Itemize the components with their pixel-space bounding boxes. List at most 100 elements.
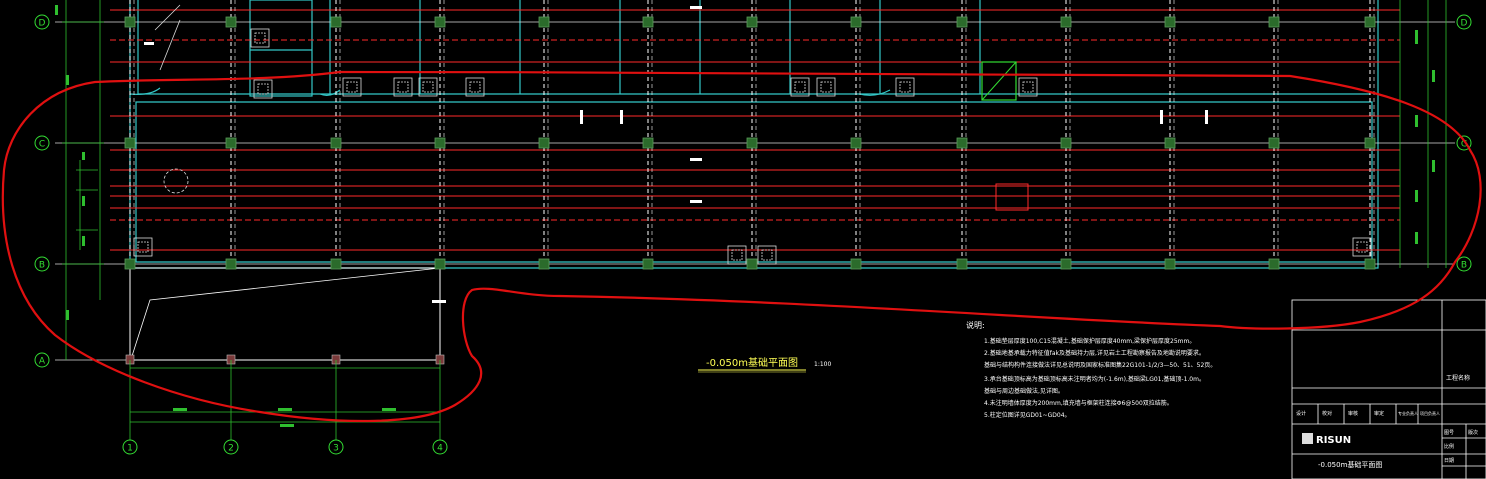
red-beam-lines	[110, 9, 1400, 251]
column	[124, 137, 136, 149]
axis-label-2: 2	[228, 444, 234, 454]
tb-row-2: 校对	[1322, 410, 1332, 417]
plan-scale: 1:100	[814, 361, 831, 368]
pile-cap	[342, 77, 362, 97]
column	[746, 258, 758, 270]
drawing-title: -0.050m基础平面图	[1318, 460, 1382, 469]
axis-bubble-3: 3	[328, 439, 344, 455]
pile-cap-inner	[1356, 241, 1368, 253]
column	[642, 137, 654, 149]
row-axis-bubbles-left: D C B A	[34, 14, 50, 368]
columns	[124, 16, 1376, 365]
column	[1364, 258, 1376, 270]
pile-caps	[133, 28, 1372, 265]
column	[330, 258, 342, 270]
pile-cap-inner	[899, 81, 911, 93]
notes-line-4: 3.承台基础顶标高为基础顶标高未注明者均为(-1.6m),基础梁LG01,基础顶…	[984, 375, 1205, 383]
risun-logo-icon	[1302, 433, 1313, 444]
tb-row-6: 项目负责人	[1420, 410, 1440, 416]
axis-bubble-b-right: B	[1456, 256, 1472, 272]
pile-cap-inner	[397, 81, 409, 93]
review-markup-cloud	[1, 70, 1482, 423]
column	[746, 137, 758, 149]
pile-cap-outline	[727, 245, 747, 265]
column	[538, 16, 550, 28]
pile-cap-inner	[422, 81, 434, 93]
pile-cap-inner	[137, 241, 149, 253]
pile-cap-inner	[1022, 81, 1034, 93]
column	[1268, 16, 1280, 28]
column	[225, 258, 237, 270]
pile-cap-inner	[254, 32, 266, 44]
column	[225, 16, 237, 28]
column	[538, 258, 550, 270]
pile-cap-inner	[794, 81, 806, 93]
tb-row-4: 审定	[1374, 410, 1384, 417]
column	[850, 137, 862, 149]
plan-title: -0.050m基础平面图	[706, 356, 798, 369]
pile-cap-outline	[253, 79, 273, 99]
axis-label-4: 4	[437, 444, 443, 454]
column	[1060, 137, 1072, 149]
column	[434, 137, 446, 149]
axis-label-a: A	[39, 357, 46, 367]
misc-symbols	[154, 4, 1029, 211]
pile-cap	[393, 77, 413, 97]
pile-cap-outline	[418, 77, 438, 97]
pile-cap	[790, 77, 810, 97]
axis-bubble-d-left: D	[34, 14, 50, 30]
axis-bubble-b-left: B	[34, 256, 50, 272]
general-notes: 说明: 1.基础垫层厚度100,C15混凝土,基础保护层厚度40mm,梁保护层厚…	[966, 320, 1216, 419]
pile-cap-outline	[790, 77, 810, 97]
pile-cap-outline	[342, 77, 362, 97]
column	[538, 137, 550, 149]
axis-bubble-c-left: C	[34, 135, 50, 151]
column	[124, 258, 136, 270]
column	[434, 16, 446, 28]
pile-cap-outline	[1352, 237, 1372, 257]
title-block-text: RISUN -0.050m基础平面图 工程名称 设计 校对 审核 审定 专业负责…	[1296, 374, 1478, 469]
tb-row-1: 设计	[1296, 410, 1306, 417]
pile-cap	[253, 79, 273, 99]
column	[1164, 258, 1176, 270]
tb-cell-0: 图号	[1444, 430, 1454, 436]
column	[642, 258, 654, 270]
column	[1268, 258, 1280, 270]
pile-cap-inner	[731, 249, 743, 261]
notes-line-2: 2.基础地基承载力特征值fak及基础持力层,详见岩土工程勘察报告及地勘说明要求。	[984, 349, 1205, 357]
axis-label-3: 3	[333, 444, 339, 454]
axis-label-c-right: C	[1461, 140, 1467, 150]
tb-row-5: 专业负责人	[1398, 410, 1418, 416]
pile-cap-outline	[816, 77, 836, 97]
col-axis-bubbles: 1 2 3 4	[122, 360, 448, 455]
column	[434, 258, 446, 270]
notes-line-5: 基础与周边基础做法,见详图。	[984, 387, 1064, 395]
axis-label-b-right: B	[1461, 261, 1467, 271]
pile-cap-outline	[757, 245, 777, 265]
beam-labels	[144, 6, 1208, 303]
notes-line-7: 5.柱定位图详见GD01~GD04。	[984, 411, 1071, 419]
column	[642, 16, 654, 28]
pile-cap	[1018, 77, 1038, 97]
pile-cap	[1352, 237, 1372, 257]
tb-cell-2: 日期	[1444, 458, 1454, 464]
notes-line-3: 基础与结构构件连接做法详见总说明及国家标准图集22G101-1/2/3—50、5…	[984, 361, 1216, 369]
axis-label-d-right: D	[1461, 19, 1468, 29]
pile-cap	[895, 77, 915, 97]
pile-cap-inner	[820, 81, 832, 93]
column	[124, 16, 136, 28]
axis-bubble-a-left: A	[34, 352, 50, 368]
pile-cap	[418, 77, 438, 97]
pile-cap	[757, 245, 777, 265]
title-block	[1291, 299, 1486, 479]
tb-cell-1: 比例	[1444, 443, 1454, 450]
axis-label-c: C	[39, 140, 45, 150]
column	[956, 16, 968, 28]
axis-label-d: D	[39, 19, 46, 29]
dimension-labels	[55, 5, 1435, 427]
pile-cap-inner	[346, 81, 358, 93]
column	[1164, 137, 1176, 149]
tb-cell-3: 版次	[1468, 429, 1478, 436]
pile-cap	[133, 237, 153, 257]
